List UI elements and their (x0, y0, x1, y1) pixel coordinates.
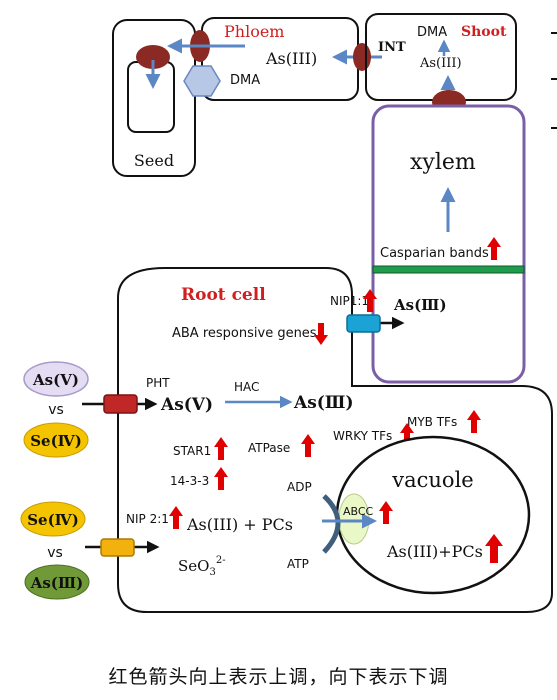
vs-label-1: vs (48, 402, 64, 418)
root-as-iii: As(Ⅲ) (293, 393, 354, 413)
atpase-label: ATPase (248, 441, 290, 455)
dma-transporter-hexagon (183, 65, 221, 97)
atpase-up-icon (301, 434, 315, 457)
shoot-label: Shoot (461, 24, 507, 40)
casparian-up-icon (487, 237, 501, 260)
seed-inner-box (127, 61, 175, 133)
vacuole-label: vacuole (391, 468, 473, 492)
nip1-as-iii: As(Ⅲ) (393, 296, 447, 314)
phloem-as-iii: As(III) (265, 49, 317, 68)
xylem-label: xylem (410, 150, 476, 175)
nip1-up-icon (363, 289, 377, 312)
nip2-transporter (100, 538, 135, 557)
as-iii-oval-label: As(Ⅲ) (30, 574, 84, 592)
adp-atp-arc (322, 494, 341, 554)
seed-box (112, 19, 196, 177)
nip1-label: NIP1:1 (330, 294, 369, 308)
figure-caption: 红色箭头向上表示上调，向下表示下调 (108, 666, 449, 688)
shoot-dma-label: DMA (417, 25, 447, 40)
vacuole-as-pcs: As(III)+PCs (386, 542, 483, 561)
wrky-tfs-label: WRKY TFs (333, 429, 392, 443)
atp-label: ATP (287, 557, 309, 571)
root-cell-title: Root cell (181, 285, 266, 305)
int-transporter (353, 43, 371, 71)
se-iv-oval-2 (20, 501, 86, 537)
nip2-up-icon (169, 506, 183, 529)
as-iii-oval (24, 564, 90, 600)
int-label: INT (378, 40, 406, 55)
nip2-label: NIP 2:1 (126, 512, 169, 526)
abcc-transporter (338, 493, 370, 545)
star1-label: STAR1 (173, 444, 211, 458)
casparian-band (372, 265, 525, 274)
phloem-dma-label: DMA (230, 73, 260, 88)
myb-tfs-label: MYB TFs (407, 415, 457, 429)
phloem-label: Phloem (224, 22, 284, 41)
wrky-up-icon (400, 423, 414, 446)
star1-up-icon (214, 437, 228, 460)
root-as-v: As(Ⅴ) (160, 395, 213, 415)
se-iv-oval-2-label: Se(Ⅳ) (27, 511, 79, 529)
xylem-box (371, 104, 526, 384)
p1433-label: 14-3-3 (170, 474, 209, 488)
selenite-label: SeO32- (178, 555, 226, 578)
se-iv-oval-1 (23, 422, 89, 458)
root-as-pcs: As(III) + PCs (186, 515, 293, 534)
p1433-up-icon (214, 467, 228, 490)
abcc-up-icon (379, 501, 393, 524)
seed-transporter (136, 45, 170, 69)
aba-genes-label: ABA responsive genes (172, 326, 317, 341)
se-iv-oval-1-label: Se(Ⅳ) (30, 432, 82, 450)
seed-label: Seed (134, 151, 174, 170)
pht-label: PHT (146, 376, 170, 390)
vacuole-pcs-up-icon (485, 534, 503, 563)
as-v-oval (23, 361, 89, 397)
aba-down-icon (314, 323, 328, 345)
hac-label: HAC (234, 380, 259, 394)
adp-label: ADP (287, 480, 312, 494)
pht-transporter (103, 394, 138, 414)
vs-label-2: vs (47, 545, 63, 561)
nip1-transporter (346, 314, 381, 333)
myb-up-icon (467, 410, 481, 433)
casparian-label: Casparian bands (380, 246, 489, 261)
abcc-label: ABCC (343, 505, 374, 518)
shoot-as-iii: As(III) (419, 56, 462, 71)
as-v-oval-label: As(Ⅴ) (32, 371, 79, 389)
